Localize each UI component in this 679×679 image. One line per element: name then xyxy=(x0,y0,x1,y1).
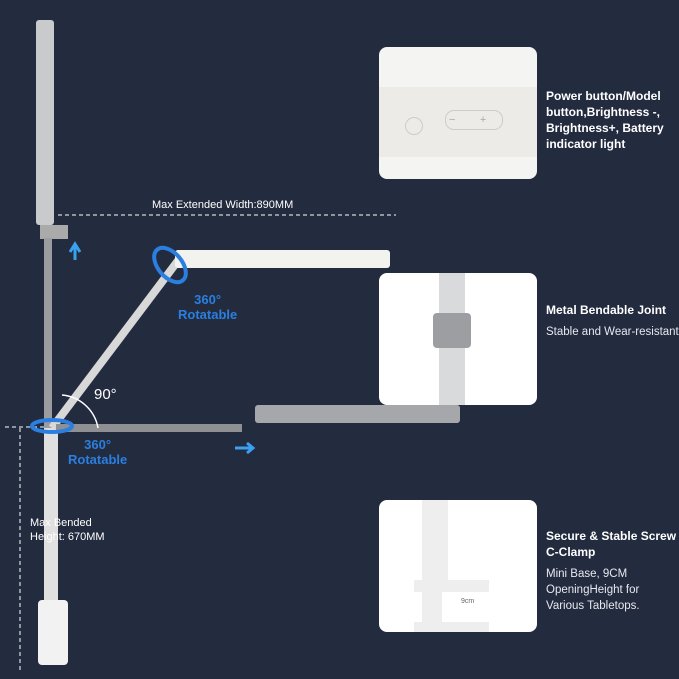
clamp-dimension: 9cm xyxy=(461,598,475,605)
feature-1-caption: Power button/Model button,Brightness -, … xyxy=(546,89,664,151)
rotate-bottom-label: 360°Rotatable xyxy=(68,437,128,467)
joint-photo xyxy=(379,273,537,405)
angle-label: 90° xyxy=(94,386,117,403)
width-label: Max Extended Width:890MM xyxy=(152,199,294,211)
control-panel-photo: − + xyxy=(379,47,537,179)
height-label: Max Bended Height: 670MM xyxy=(30,517,105,543)
clamp-photo: 9cm xyxy=(379,500,537,632)
rotate-top-label: 360°Rotatable xyxy=(178,292,238,322)
